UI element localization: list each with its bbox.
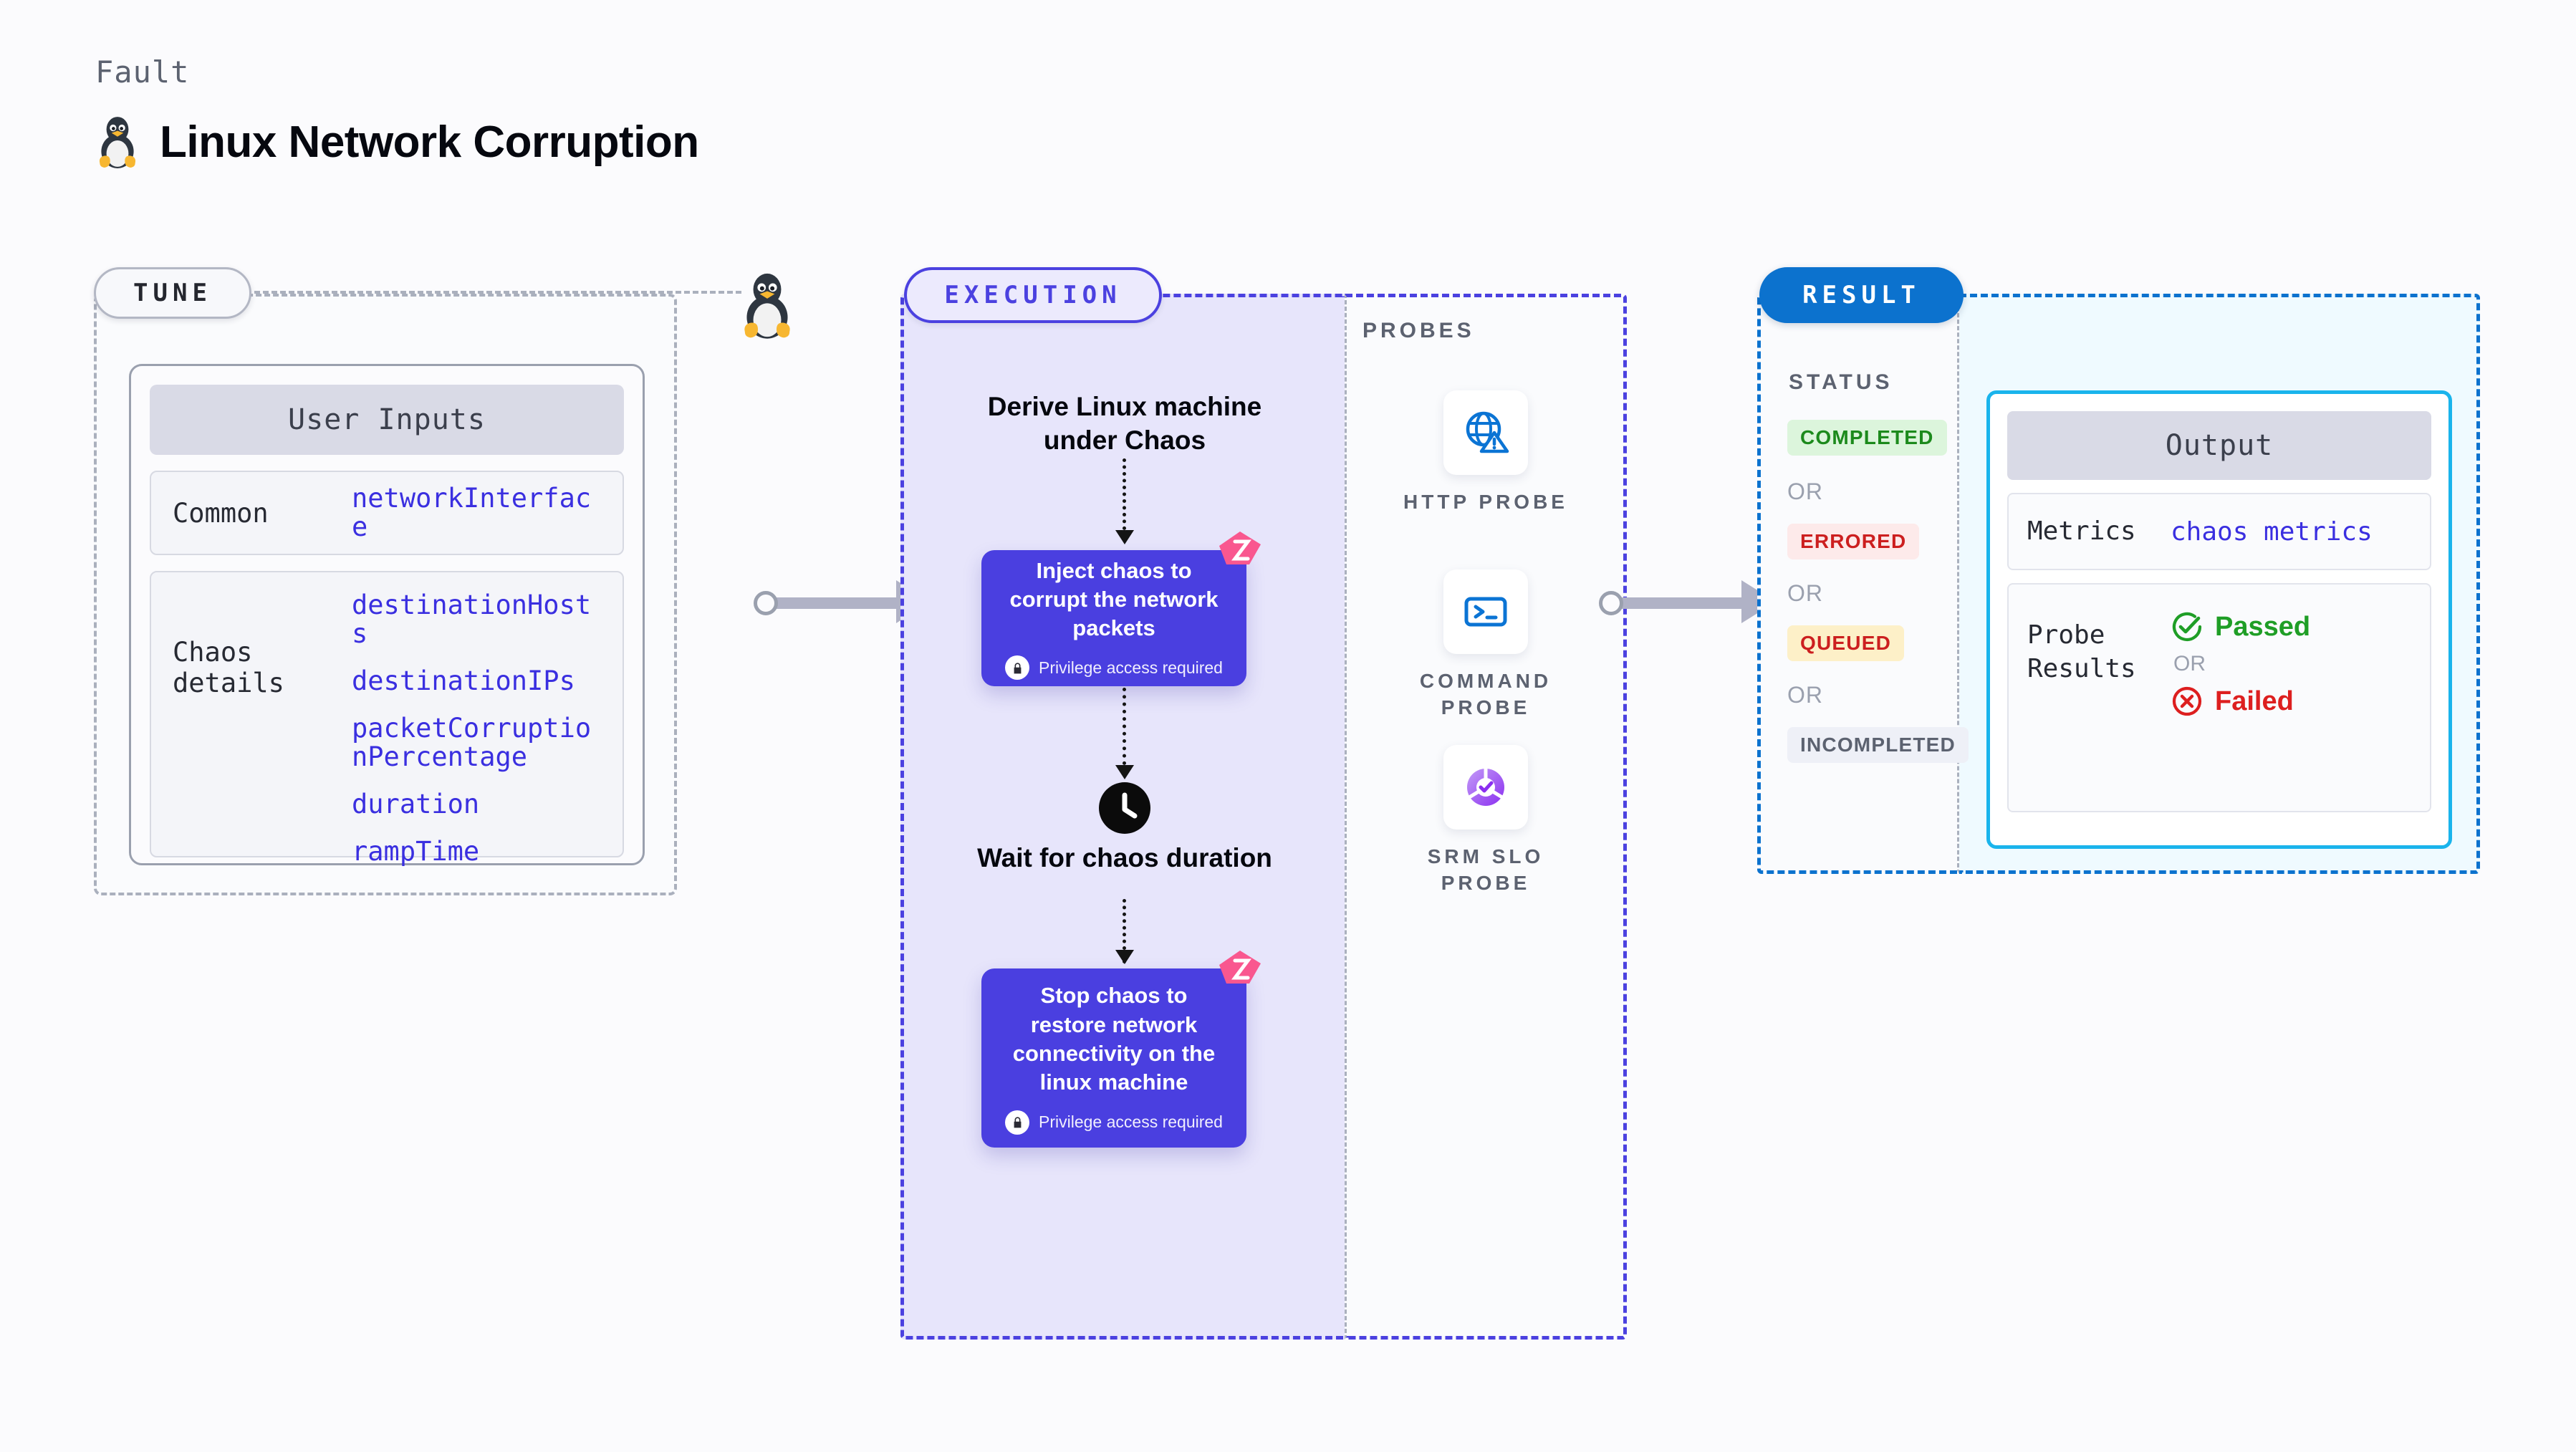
input-row-values: networkInterface	[352, 484, 601, 542]
execution-card-stop[interactable]: Stop chaos to restore network connectivi…	[981, 968, 1246, 1148]
output-row-key: Probe Results	[2027, 620, 2136, 683]
flow-arrow-head	[1115, 530, 1134, 544]
flow-arrow-head	[1115, 950, 1134, 964]
probe-label: HTTP PROBE	[1403, 491, 1568, 513]
probe-tile	[1443, 390, 1528, 475]
execution-card-title: Inject chaos to corrupt the network pack…	[1009, 557, 1219, 641]
status-badge-incompleted: INCOMPLETED	[1787, 727, 1969, 763]
status-badge-completed: COMPLETED	[1787, 420, 1947, 456]
input-row-chaos-details: Chaos details destinationHosts destinati…	[150, 571, 624, 865]
execution-step-wait: Wait for chaos duration	[977, 843, 1272, 872]
status-title: STATUS	[1789, 370, 1893, 394]
check-circle-icon	[2172, 612, 2202, 642]
input-value: duration	[352, 788, 480, 819]
output-row-metrics: Metrics chaos metrics	[2007, 493, 2431, 570]
or-separator: OR	[2173, 652, 2206, 675]
probe-tile	[1443, 569, 1528, 654]
probes-title: PROBES	[1363, 319, 1475, 342]
input-row-common: Common networkInterface	[150, 471, 624, 555]
flow-arrow-line	[1123, 458, 1126, 530]
execution-badge[interactable]: EXECUTION	[904, 267, 1162, 323]
probe-item-http[interactable]: HTTP PROBE	[1393, 390, 1579, 516]
x-circle-icon	[2172, 686, 2202, 716]
result-status-panel	[1757, 294, 1959, 874]
input-row-key: Chaos details	[173, 637, 284, 698]
privilege-note-text: Privilege access required	[1039, 1112, 1223, 1132]
flow-arrow-line	[1123, 688, 1126, 765]
page-title-text: Linux Network Corruption	[160, 117, 699, 167]
or-separator: OR	[1787, 580, 1823, 606]
input-value: rampTime	[352, 835, 480, 867]
privilege-note-text: Privilege access required	[1039, 658, 1223, 677]
probe-item-command[interactable]: COMMAND PROBE	[1393, 569, 1579, 721]
probe-result-values: Passed OR Failed	[2171, 602, 2310, 718]
user-inputs-card: User Inputs Common networkInterface Chao…	[129, 364, 645, 865]
tune-dashed-connector	[254, 291, 741, 294]
flow-arrow-head	[1115, 765, 1134, 779]
slo-donut-check-icon	[1467, 769, 1504, 806]
lock-icon	[1005, 1110, 1030, 1135]
input-row-values: destinationHosts destinationIPs packetCo…	[352, 591, 601, 866]
probe-label: COMMAND PROBE	[1419, 670, 1552, 718]
output-row-key: Metrics	[2027, 516, 2136, 546]
page-title: Linux Network Corruption	[95, 115, 699, 169]
execution-step-derive: Derive Linux machine under Chaos	[987, 392, 1262, 455]
privilege-note: Privilege access required	[1005, 1110, 1223, 1135]
input-value: destinationHosts	[352, 590, 592, 649]
result-badge[interactable]: RESULT	[1759, 267, 1964, 323]
globe-warning-icon	[1466, 411, 1509, 453]
tux-penguin-icon	[99, 117, 136, 168]
input-value: networkInterface	[352, 483, 592, 542]
or-separator: OR	[1787, 479, 1823, 504]
lock-icon	[1005, 655, 1030, 681]
terminal-icon	[1464, 597, 1507, 627]
output-row-probe-results: Probe Results Passed OR Failed	[2007, 583, 2431, 812]
fault-kind-label: Fault	[95, 54, 190, 90]
probe-result-failed: Failed	[2171, 685, 2310, 718]
tune-badge[interactable]: TUNE	[94, 267, 251, 319]
probe-item-srm-slo[interactable]: SRM SLO PROBE	[1393, 745, 1579, 897]
status-badge-queued: QUEUED	[1787, 625, 1904, 661]
or-separator: OR	[1787, 682, 1823, 708]
execution-card-title: Stop chaos to restore network connectivi…	[1012, 983, 1216, 1095]
clock-icon	[1099, 782, 1150, 834]
flow-arrow-line	[1123, 899, 1126, 963]
status-badge-errored: ERRORED	[1787, 524, 1920, 559]
output-row-value: chaos metrics	[2171, 516, 2373, 547]
tux-penguin-badge-icon	[744, 273, 790, 339]
chaos-flag-icon	[1219, 532, 1261, 564]
probe-result-failed-text: Failed	[2215, 686, 2294, 716]
probe-result-passed-text: Passed	[2215, 611, 2311, 642]
probe-result-passed: Passed	[2171, 610, 2310, 643]
input-row-key: Common	[173, 497, 269, 529]
user-inputs-title: User Inputs	[150, 385, 624, 455]
chaos-flag-icon	[1219, 951, 1261, 984]
input-value: packetCorruptionPercentage	[352, 712, 592, 772]
input-value: destinationIPs	[352, 665, 575, 696]
output-card-title: Output	[2007, 411, 2431, 480]
execution-card-inject[interactable]: Inject chaos to corrupt the network pack…	[981, 550, 1246, 686]
probe-tile	[1443, 745, 1528, 830]
privilege-note: Privilege access required	[1005, 655, 1223, 681]
output-card: Output Metrics chaos metrics Probe Resul…	[1986, 390, 2452, 849]
probe-label: SRM SLO PROBE	[1427, 845, 1544, 894]
